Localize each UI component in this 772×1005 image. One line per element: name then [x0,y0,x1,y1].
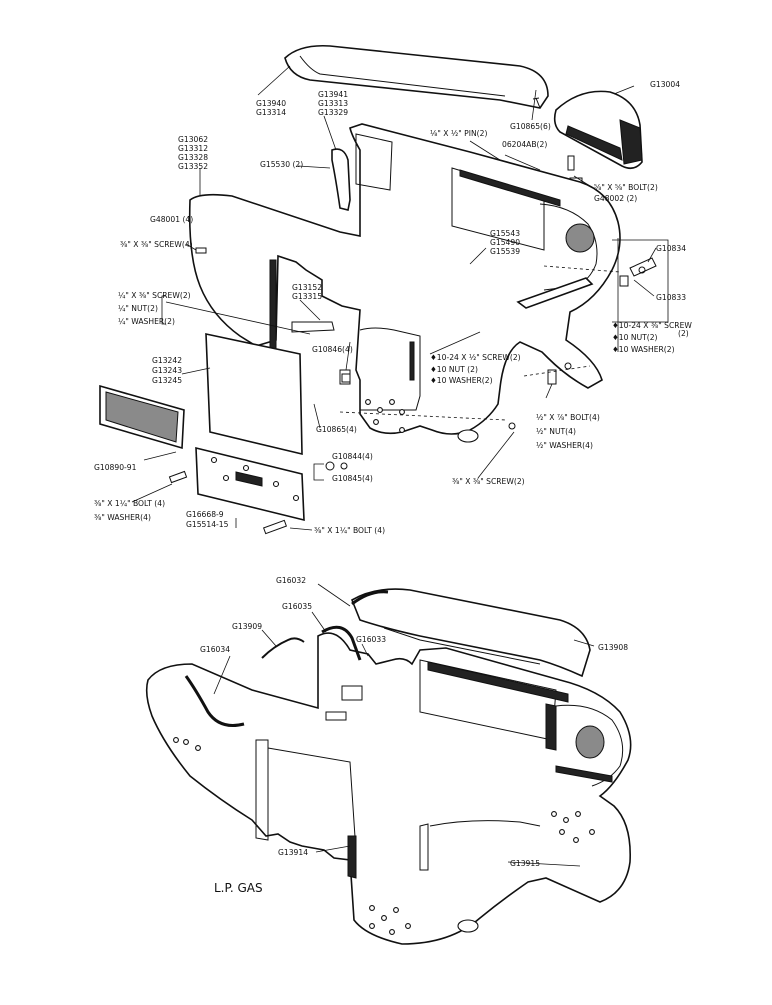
label-g16035: G16035 [282,602,312,611]
label-g16668: G16668-9 [186,510,224,519]
label-g13004: G13004 [650,80,680,89]
label-g13242: G13242 [152,356,182,365]
label-r-nut: ♦10 NUT(2) [612,333,658,342]
label-g10833: G10833 [656,293,686,302]
label-g15543: G15543 [490,229,520,238]
label-g10865-6: G10865(6) [510,122,551,131]
label-r-screw: ♦10-24 X ⅜" SCREW [612,321,692,330]
rubber-strip-top [351,590,389,606]
grille-emblem [565,223,595,253]
label-lp-gas: L.P. GAS [214,881,263,895]
upper-hood-body [188,123,621,435]
rubber-strip-left [184,675,245,727]
label-g10865-4: G10865(4) [316,425,357,434]
label-bolt-left: ⅜" X 1¼" BOLT (4) [94,499,165,508]
label-washer2-left: ¼" WASHER(2) [118,317,175,326]
label-pin: ⅛" X ½" PIN(2) [430,129,487,138]
label-nut4: ½" NUT(4) [536,427,576,436]
label-g16034: G16034 [200,645,230,654]
label-g48002: G48002 (2) [594,194,637,203]
label-screw2-left: ¼" X ⅜" SCREW(2) [118,291,191,300]
label-bolt-top: ⅝" X ⅝" BOLT(2) [594,183,658,192]
label-r-screw-qty: (2) [678,329,689,338]
label-bolt-bottom: ⅜" X 1¼" BOLT (4) [314,526,385,535]
label-g13313: G13313 [318,99,348,108]
lower-grille-panel [195,446,305,522]
label-g15490: G15490 [490,238,520,247]
label-g10845: G10845(4) [332,474,373,483]
label-washer-left: ⅜" WASHER(4) [94,513,151,522]
support-bracket [516,277,594,309]
label-g10844: G10844(4) [332,452,373,461]
label-r-washer: ♦10 WASHER(2) [612,345,675,354]
label-c-washer: ♦10 WASHER(2) [430,376,493,385]
label-g13245: G13245 [152,376,182,385]
label-g15539: G15539 [490,247,520,256]
label-g10834: G10834 [656,244,686,253]
label-g13940: G13940 [256,99,286,108]
hood-top-panel [284,44,549,109]
label-g13352: G13352 [178,162,208,171]
label-g13909: G13909 [232,622,262,631]
label-g13941: G13941 [318,90,348,99]
lp-grille-emblem [575,725,605,759]
label-washer4: ½" WASHER(4) [536,441,593,450]
label-c-nut: ♦10 NUT (2) [430,365,478,374]
label-g13914: G13914 [278,848,308,857]
label-06204ab: 06204AB(2) [502,140,547,149]
lp-hood-body [145,632,632,945]
label-g13062: G13062 [178,135,208,144]
label-bolt4: ½" X ⅞" BOLT(4) [536,413,600,422]
label-g16033: G16033 [356,635,386,644]
label-g13243: G13243 [152,366,182,375]
label-g13908: G13908 [598,643,628,652]
label-g48001: G48001 (4) [150,215,193,224]
label-g13314: G13314 [256,108,286,117]
label-g13315: G13315 [292,292,322,301]
lp-hood-top [351,588,591,678]
label-g16032: G16032 [276,576,306,585]
rubber-strip-center [321,625,362,661]
label-g15514: G15514-15 [186,520,229,529]
side-strip [331,148,351,211]
label-g13915: G13915 [510,859,540,868]
label-c-screw: ♦10-24 X ½" SCREW(2) [430,353,521,362]
label-g13328: G13328 [178,153,208,162]
label-g13152: G13152 [292,283,322,292]
label-nut2-left: ¼" NUT(2) [118,304,158,313]
label-g13312: G13312 [178,144,208,153]
label-g10890: G10890-91 [94,463,137,472]
label-g10846: G10846(4) [312,345,353,354]
label-g13329: G13329 [318,108,348,117]
label-screw2-right: ⅜" X ⅜" SCREW(2) [452,477,525,486]
label-g15530: G15530 (2) [260,160,303,169]
side-access-panel [205,333,303,456]
label-screw4: ⅜" X ⅜" SCREW(4) [120,240,193,249]
